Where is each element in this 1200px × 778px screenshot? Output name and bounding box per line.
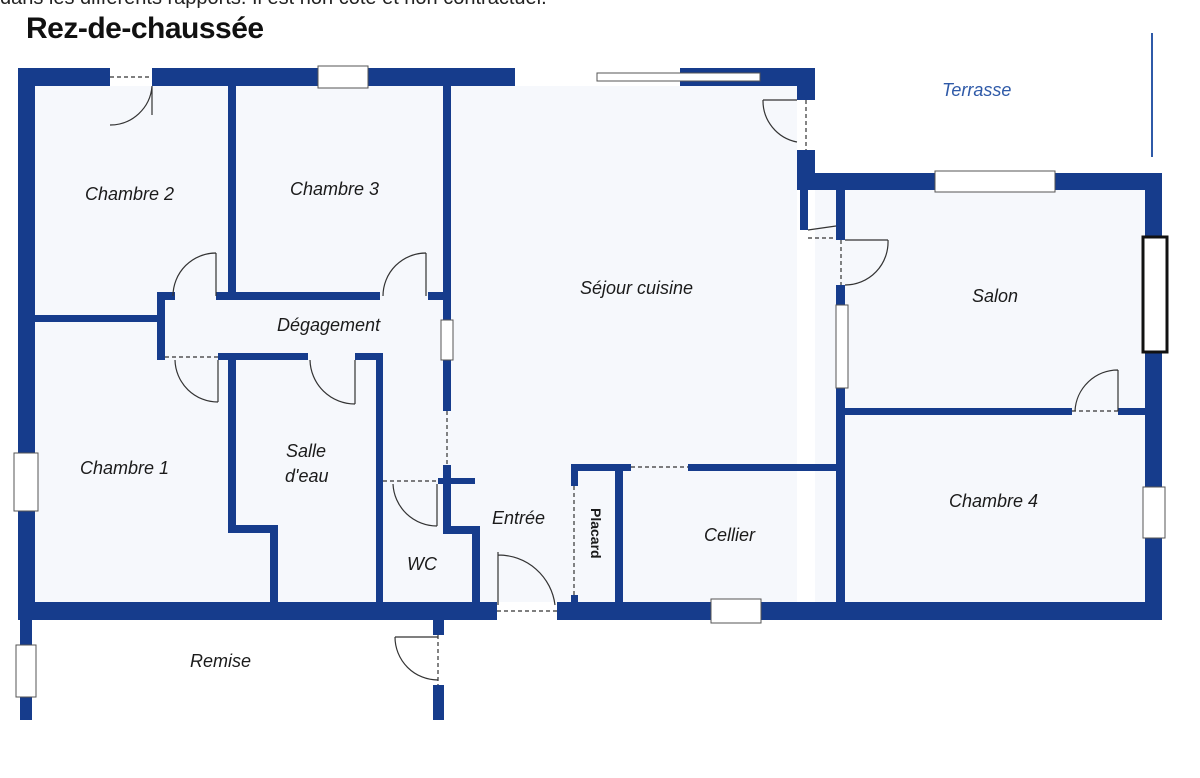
window xyxy=(934,170,1056,193)
room-label-placard: Placard xyxy=(588,508,604,559)
wall-segment xyxy=(18,68,35,620)
room-label-salle-eau-2: d'eau xyxy=(285,466,328,486)
wall-segment xyxy=(571,595,578,605)
room-label-chambre1: Chambre 1 xyxy=(80,458,169,478)
room-label-remise: Remise xyxy=(190,651,251,671)
wall-segment xyxy=(433,620,444,635)
door-swing xyxy=(174,359,219,403)
bay-window xyxy=(1141,235,1169,354)
wall-segment xyxy=(571,464,631,471)
room-label-cellier: Cellier xyxy=(704,525,756,545)
window xyxy=(1142,486,1166,539)
window xyxy=(596,72,761,82)
window xyxy=(13,452,39,512)
floor-area xyxy=(35,86,445,602)
wall-segment xyxy=(228,355,236,533)
wall-segment xyxy=(270,525,278,602)
wall-segment xyxy=(428,292,451,300)
door-swing xyxy=(1074,369,1119,412)
wall-segment xyxy=(800,190,808,230)
floor-title: Rez-de-chaussée xyxy=(26,12,264,45)
wall-segment xyxy=(472,526,480,602)
wall-segment xyxy=(228,86,236,300)
wall-segment xyxy=(836,190,845,240)
room-label-terrasse: Terrasse xyxy=(942,80,1011,100)
window xyxy=(835,304,849,389)
wall-segment xyxy=(571,464,578,486)
wall-segment xyxy=(797,68,815,100)
door-swing xyxy=(807,225,837,231)
door-swing xyxy=(844,239,889,286)
door-swing xyxy=(394,636,439,681)
wall-segment xyxy=(228,525,278,533)
room-label-chambre2: Chambre 2 xyxy=(85,184,174,204)
door-swing xyxy=(109,85,153,126)
room-label-salon: Salon xyxy=(972,286,1018,306)
wall-segment xyxy=(165,292,175,300)
wall-segment xyxy=(443,465,451,533)
door-swing xyxy=(172,252,217,297)
wall-segment xyxy=(35,315,160,322)
window xyxy=(440,319,454,361)
room-label-salle-eau-1: Salle xyxy=(286,441,326,461)
windows xyxy=(13,65,1169,698)
wall-segment xyxy=(218,353,308,360)
door-swing xyxy=(309,359,356,405)
door-swing xyxy=(497,552,556,606)
wall-segment xyxy=(433,685,444,720)
window xyxy=(710,598,762,624)
door-swing xyxy=(392,483,438,527)
door-swing xyxy=(762,99,798,143)
window xyxy=(15,644,37,698)
room-label-entree: Entrée xyxy=(492,508,545,528)
wall-segment xyxy=(18,602,497,620)
cropped-note-text: dans les différents rapports. Il est non… xyxy=(0,0,547,10)
door-swing xyxy=(382,252,427,297)
wall-segment xyxy=(438,478,475,484)
wall-segment xyxy=(557,602,1162,620)
wall-segment xyxy=(836,285,845,602)
wall-segment xyxy=(18,68,110,86)
wall-segment xyxy=(845,408,1072,415)
wall-segment xyxy=(157,292,165,360)
wall-segment xyxy=(216,292,380,300)
wall-segment xyxy=(443,526,478,534)
wall-segment xyxy=(376,478,383,484)
wall-segment xyxy=(443,86,451,411)
room-label-wc: WC xyxy=(407,554,438,574)
wall-segment xyxy=(615,464,623,602)
room-label-degagement: Dégagement xyxy=(277,315,381,335)
wall-segment xyxy=(688,464,845,471)
window xyxy=(317,65,369,89)
room-label-chambre3: Chambre 3 xyxy=(290,179,379,199)
wall-segment xyxy=(1118,408,1145,415)
room-label-sejour: Séjour cuisine xyxy=(580,278,693,298)
room-label-chambre4: Chambre 4 xyxy=(949,491,1038,511)
floor-area xyxy=(815,190,1145,602)
doors xyxy=(109,76,1119,685)
wall-segment xyxy=(355,353,383,360)
